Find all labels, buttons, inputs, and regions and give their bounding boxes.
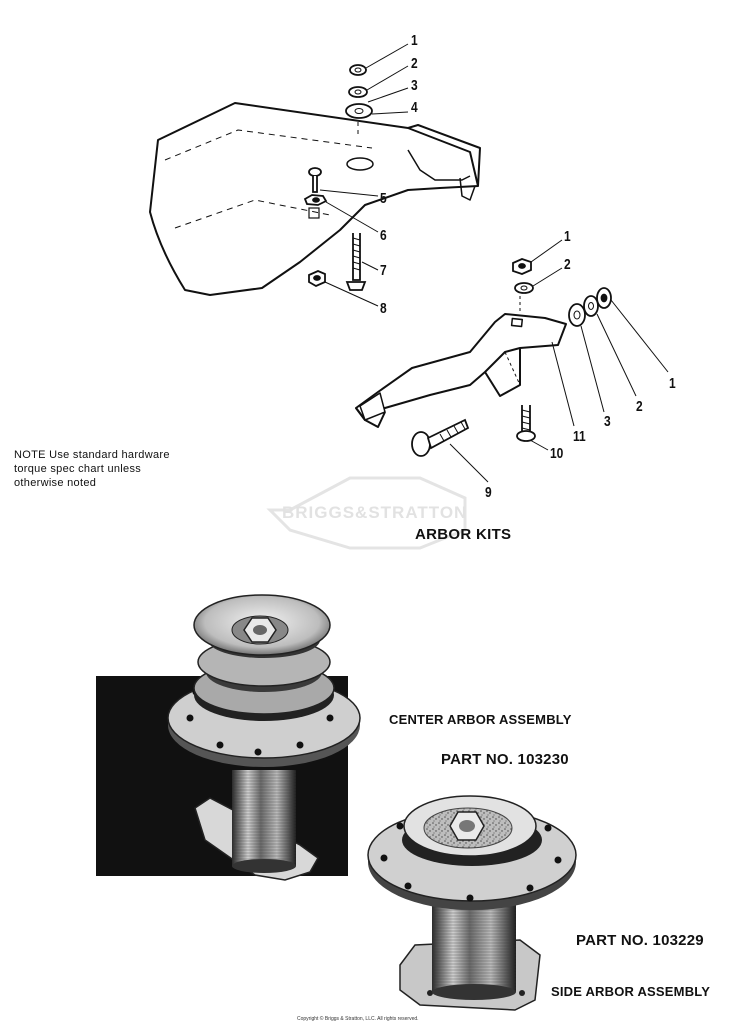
callout-bracket-11: 11 [573,428,586,445]
watermark-logo [266,476,467,550]
callout-4: 4 [411,99,418,116]
callout-bracket-9: 9 [485,484,492,501]
callout-bracket-10: 10 [550,445,564,462]
bracket-hardware [411,258,612,457]
callout-6: 6 [380,227,387,244]
callout-2: 2 [411,55,418,72]
diagram-title: ARBOR KITS [415,526,512,543]
callout-8: 8 [380,300,387,317]
watermark-text: BRIGGS&STRATTON [282,503,468,522]
callout-5: 5 [380,190,387,207]
center-arbor-photo [96,594,361,881]
side-arbor-part-no: PART NO. 103229 [576,932,704,949]
top-hardware-stack [345,64,373,138]
callout-bracket-2: 2 [564,256,571,273]
callout-bracket-1: 1 [564,228,571,245]
callout-7: 7 [380,262,387,279]
note-line-3: otherwise noted [14,477,97,489]
center-arbor-caption: CENTER ARBOR ASSEMBLY [389,712,572,727]
callout-3: 3 [411,77,418,94]
copyright-footer: Copyright © Briggs & Stratton, LLC. All … [297,1016,419,1022]
callout-bracket-3: 3 [604,413,611,430]
note-line-2: torque spec chart unless [14,463,142,475]
callout-bracket-2b: 2 [636,398,643,415]
side-arbor-caption: SIDE ARBOR ASSEMBLY [551,984,711,999]
side-arbor-photo [367,795,577,1011]
note-line-1: NOTE Use standard hardware [14,449,170,461]
callout-1: 1 [411,32,418,49]
center-arbor-part-no: PART NO. 103230 [441,751,569,768]
arbor-bracket [355,313,567,428]
torque-note: NOTE Use standard hardware torque spec c… [14,448,170,490]
callout-bracket-1b: 1 [669,375,676,392]
